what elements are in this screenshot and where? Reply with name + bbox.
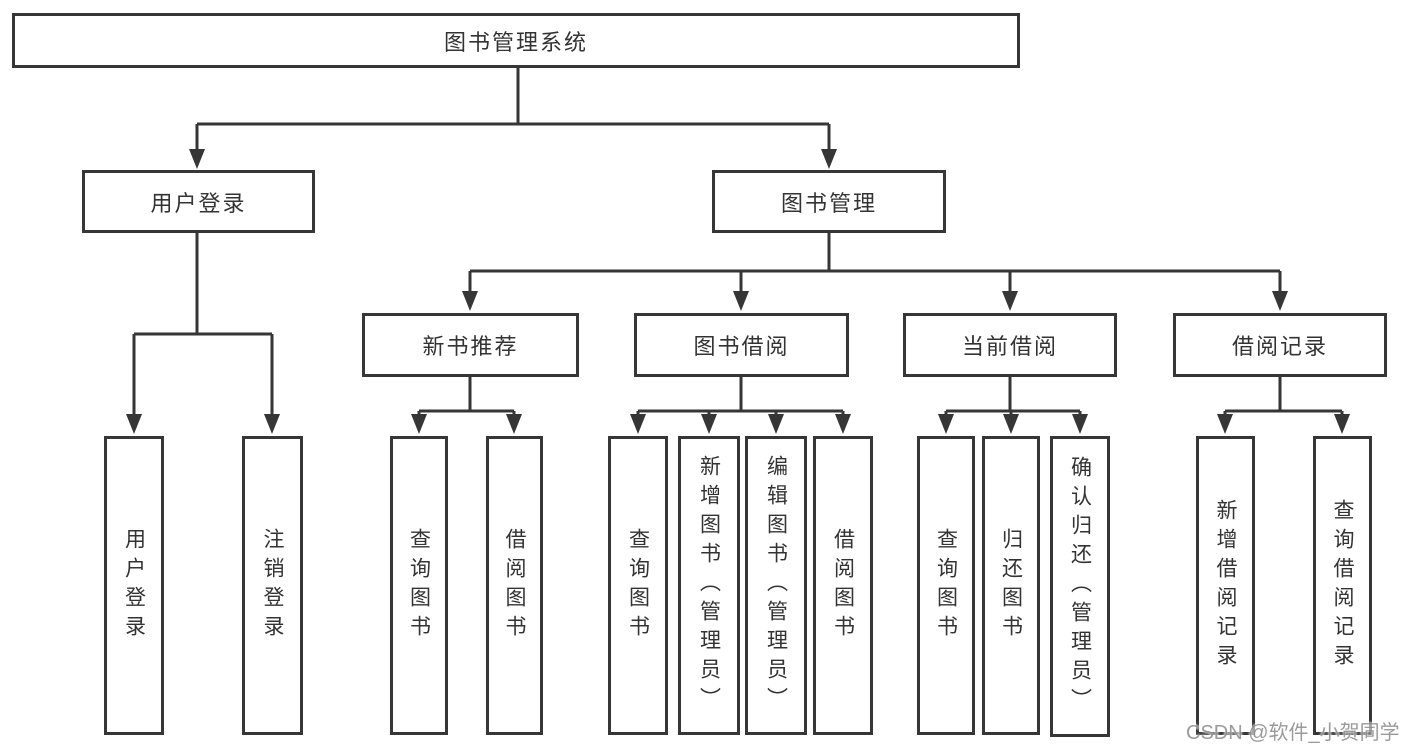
node-logout: 注销登录 <box>242 436 303 735</box>
csdn-watermark: CSDN @软件_小贺同学 <box>1186 722 1400 744</box>
node-add-borrow-record: 新增借阅记录 <box>1196 436 1255 735</box>
node-query-books-current: 查询图书 <box>917 436 975 735</box>
node-label: 新增图书（管理员） <box>697 455 721 716</box>
node-book-borrowing: 图书借阅 <box>634 313 849 377</box>
node-label: 新书推荐 <box>422 334 519 359</box>
node-edit-books-admin: 编辑图书（管理员） <box>745 436 807 735</box>
node-return-books: 归还图书 <box>982 436 1040 735</box>
connector-userlogin-to-children <box>132 233 274 416</box>
connector-borrow-to-children <box>636 377 845 416</box>
node-label: 借阅图书 <box>831 527 855 644</box>
arrow-down-icon <box>1072 414 1088 434</box>
arrow-down-icon <box>835 414 851 434</box>
arrow-down-icon <box>701 414 717 434</box>
node-label: 查询借阅记录 <box>1331 498 1354 673</box>
node-label: 注销登录 <box>261 527 284 644</box>
node-borrow-books: 借阅图书 <box>813 436 873 735</box>
node-label: 图书管理 <box>780 190 877 216</box>
arrow-down-icon <box>733 291 749 311</box>
node-new-book-recommend: 新书推荐 <box>362 313 579 377</box>
node-user-login-leaf: 用户登录 <box>104 436 164 735</box>
node-label: 查询图书 <box>407 527 431 644</box>
arrow-down-icon <box>506 414 522 434</box>
node-borrow-records: 借阅记录 <box>1173 313 1387 377</box>
arrow-down-icon <box>462 291 478 311</box>
arrow-down-icon <box>630 414 646 434</box>
connector-current-to-children <box>944 377 1082 416</box>
node-label: 借阅图书 <box>503 527 526 644</box>
connector-bookmgmt-to-level3 <box>468 233 1282 293</box>
node-label: 当前借阅 <box>961 334 1058 359</box>
node-label: 借阅记录 <box>1231 334 1328 359</box>
node-label: 图书管理系统 <box>443 29 588 55</box>
node-book-management: 图书管理 <box>712 170 946 233</box>
node-label: 用户登录 <box>150 190 247 216</box>
node-label: 新增借阅记录 <box>1214 498 1237 673</box>
node-label: 用户登录 <box>122 527 146 644</box>
arrow-down-icon <box>1272 291 1288 311</box>
node-query-borrow-record: 查询借阅记录 <box>1313 436 1372 735</box>
node-label: 确认归还（管理员） <box>1068 456 1092 717</box>
node-borrow-books-recommend: 借阅图书 <box>486 436 543 735</box>
arrow-down-icon <box>1003 414 1019 434</box>
node-confirm-return-admin: 确认归还（管理员） <box>1050 436 1110 737</box>
node-user-login-branch: 用户登录 <box>82 170 315 233</box>
node-add-books-admin: 新增图书（管理员） <box>678 436 740 735</box>
node-label: 查询图书 <box>626 527 650 644</box>
arrow-down-icon <box>821 149 837 169</box>
arrow-down-icon <box>189 149 205 169</box>
arrow-down-icon <box>1002 291 1018 311</box>
arrow-down-icon <box>1217 414 1233 434</box>
node-label: 图书借阅 <box>693 334 790 359</box>
node-label: 归还图书 <box>999 527 1023 644</box>
connector-records-to-children <box>1223 377 1344 416</box>
arrow-down-icon <box>264 414 280 434</box>
node-label: 编辑图书（管理员） <box>764 455 788 716</box>
arrowheads <box>126 149 1350 434</box>
node-library-system: 图书管理系统 <box>12 13 1020 68</box>
arrow-down-icon <box>411 414 427 434</box>
connector-root-to-level2 <box>195 68 831 151</box>
arrow-down-icon <box>938 414 954 434</box>
arrow-down-icon <box>1334 414 1350 434</box>
node-label: 查询图书 <box>934 527 958 644</box>
connector-newrec-to-children <box>417 377 516 416</box>
node-current-borrowing: 当前借阅 <box>903 313 1117 377</box>
node-query-books-borrowing: 查询图书 <box>608 436 668 735</box>
arrow-down-icon <box>768 414 784 434</box>
arrow-down-icon <box>126 414 142 434</box>
node-query-books-recommend: 查询图书 <box>390 436 448 735</box>
